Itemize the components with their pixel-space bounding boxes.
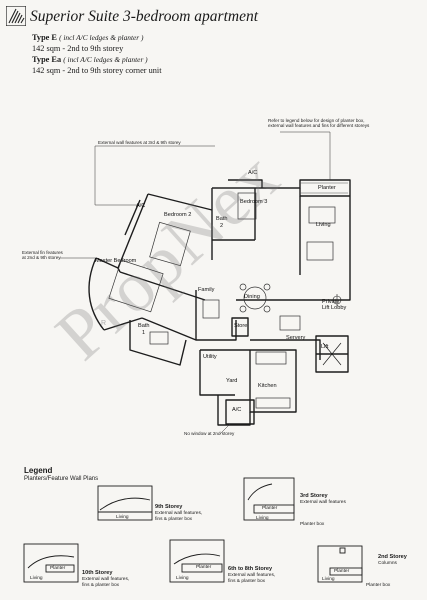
legend-10th-planter: Planter: [50, 566, 66, 571]
room-store: Store: [234, 323, 248, 329]
room-bedroom-3: Bedroom 3: [240, 199, 268, 205]
type-e-note: ( incl A/C ledges & planter ): [59, 33, 144, 42]
legend-9th-desc-2: fins & planter box: [155, 516, 193, 522]
legend-2nd-planter: Planter: [334, 569, 350, 574]
room-planter: Planter: [318, 185, 336, 191]
type-ea-note: ( incl A/C ledges & planter ): [63, 55, 148, 64]
legend-10th-desc: External wall features, fins & planter b…: [82, 577, 129, 588]
room-ac-left: A/C: [136, 203, 146, 209]
legend-10th-living: Living: [30, 576, 43, 581]
legend-2nd-desc: Columns: [378, 561, 397, 566]
external-wall-note: External wall features at 3rd & 9th stor…: [98, 140, 181, 145]
legend-6th-8th-living: Living: [176, 576, 189, 581]
developer-logo-icon: [6, 6, 26, 26]
legend-3rd-desc: External wall features: [300, 500, 346, 505]
room-bath-1-number: 1: [142, 330, 146, 336]
private-lift-line-1: Private: [322, 299, 340, 305]
room-private-lift-lobby: Private Lift Lobby: [322, 299, 346, 311]
room-master-bedroom: Master Bedroom: [95, 258, 137, 264]
type-ea-label: Type Ea: [32, 55, 62, 64]
private-lift-line-2: Lift Lobby: [322, 305, 347, 311]
room-living: Living: [316, 222, 331, 228]
legend-2nd-box: Planter box: [366, 583, 391, 588]
legend-3rd-box: Planter box: [300, 522, 325, 527]
external-fin-line-2: at 2nd & 9th storey: [22, 255, 61, 261]
no-window-note: No window at 2nd storey: [184, 431, 235, 436]
legend-2nd-living: Living: [322, 577, 335, 582]
legend-reference-line-1: Refer to legend below for design of plan…: [268, 118, 365, 123]
room-bedroom-2: Bedroom 2: [164, 212, 192, 218]
legend-6th-8th-desc: External wall features, fins & planter b…: [228, 573, 275, 584]
legend-10th-title: 10th Storey: [82, 570, 113, 576]
legend-title: Legend: [24, 466, 53, 475]
legend-reference-note: Refer to legend below for design of plan…: [268, 118, 369, 128]
room-lift: Lift: [321, 344, 329, 350]
room-servery: Servery: [286, 335, 306, 341]
room-dining: Dining: [244, 294, 260, 300]
legend-3rd-planter: Planter: [262, 506, 278, 511]
room-bath-1: Bath: [138, 323, 150, 329]
legend-subtitle: Planters/Feature Wall Plans: [24, 476, 99, 482]
external-fin-line-1: External fin features: [22, 250, 63, 255]
type-ea-line: Type Ea ( incl A/C ledges & planter ): [32, 55, 148, 65]
legend-6th-8th-desc-1: External wall features,: [228, 573, 276, 578]
type-e-desc: 142 sqm - 2nd to 9th storey: [32, 44, 124, 53]
legend-9th-living: Living: [116, 515, 129, 520]
watermark-registered-mark: R: [101, 320, 107, 327]
room-bath-2-number: 2: [220, 223, 224, 229]
page-title: Superior Suite 3-bedroom apartment: [30, 8, 259, 25]
external-fin-note: External fin features at 2nd & 9th store…: [22, 250, 63, 260]
legend-6th-8th-title: 6th to 8th Storey: [228, 566, 273, 572]
legend-9th-desc: External wall features, fins & planter b…: [155, 511, 202, 522]
legend-9th-title: 9th Storey: [155, 504, 183, 510]
legend-6th-8th-planter: Planter: [196, 565, 212, 570]
legend-2nd-title: 2nd Storey: [378, 554, 407, 560]
legend-10th-desc-1: External wall features,: [82, 577, 130, 582]
legend-3rd-living: Living: [256, 516, 269, 521]
type-e-label: Type E: [32, 33, 57, 42]
legend-6th-8th-desc-2: fins & planter box: [228, 578, 266, 584]
room-kitchen: Kitchen: [258, 383, 277, 389]
room-ac-top: A/C: [248, 170, 258, 176]
legend-10th-desc-2: fins & planter box: [82, 582, 120, 588]
legend-reference-line-2: external wall features and fins for diff…: [268, 123, 370, 129]
room-ac-bottom: A/C: [232, 407, 242, 413]
legend-3rd-title: 3rd Storey: [300, 493, 328, 499]
legend-9th-desc-1: External wall features,: [155, 511, 203, 516]
room-bath-2: Bath: [216, 216, 228, 222]
room-family: Family: [198, 287, 215, 293]
room-yard: Yard: [226, 378, 238, 384]
room-utility: Utility: [203, 354, 217, 360]
type-ea-desc: 142 sqm - 2nd to 9th storey corner unit: [32, 66, 162, 75]
type-e-line: Type E ( incl A/C ledges & planter ): [32, 33, 144, 43]
